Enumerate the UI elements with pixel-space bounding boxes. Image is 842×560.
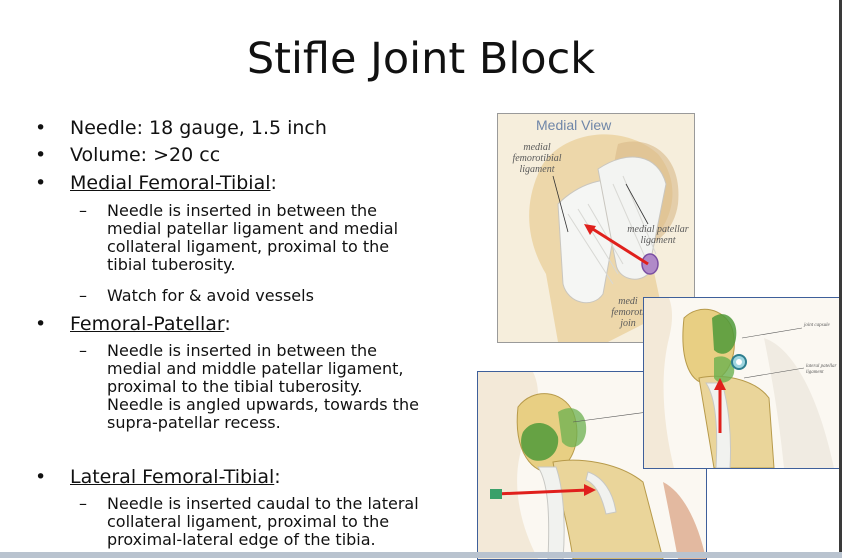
section-heading: Medial Femoral-Tibial: [70, 172, 271, 194]
bullet-glyph: •: [35, 466, 47, 488]
bullet-volume: • Volume: >20 cc: [35, 144, 221, 166]
heading-colon: :: [274, 466, 281, 488]
medial-view-heading: Medial View: [536, 117, 612, 133]
dash-glyph: –: [79, 341, 87, 360]
subpoint-text: Watch for & avoid vessels: [107, 286, 314, 305]
bullet-glyph: •: [35, 144, 47, 166]
label-medial-patellar-ligament: medial patellar ligament: [627, 224, 689, 246]
slide-title: Stifle Joint Block: [246, 34, 596, 84]
subpoint-text: Needle is inserted in between the medial…: [107, 201, 399, 274]
bullet-text: Volume: >20 cc: [70, 144, 221, 166]
dash-glyph: –: [79, 494, 87, 513]
bullet-glyph: •: [35, 172, 47, 194]
label-partial-medial-femorotibial-joint: medi femoroti join: [611, 296, 645, 329]
slide-right-edge: [839, 0, 842, 558]
subpoint-text: Needle is inserted in between the medial…: [107, 341, 419, 432]
bullet-needle: • Needle: 18 gauge, 1.5 inch: [35, 117, 327, 139]
bullet-list: • Needle: 18 gauge, 1.5 inch • Volume: >…: [35, 117, 447, 549]
bullet-femoral-patellar: • Femoral-Patellar:: [35, 313, 231, 335]
subpoint-medial-vessels: – Watch for & avoid vessels: [79, 286, 427, 305]
dash-glyph: –: [79, 286, 87, 305]
dash-glyph: –: [79, 201, 87, 220]
cranial-view-drawing: [644, 298, 841, 468]
bullet-text: Needle: 18 gauge, 1.5 inch: [70, 117, 327, 139]
label-lateral-patellar-ligament: lateral patellar ligament: [806, 364, 837, 375]
subpoint-text: Needle is inserted caudal to the lateral…: [107, 494, 419, 549]
bullet-glyph: •: [35, 117, 47, 139]
label-joint-capsule: joint capsule: [804, 323, 830, 328]
bullet-lateral-femoral-tibial: • Lateral Femoral-Tibial:: [35, 466, 281, 488]
subpoint-lateral-insertion: – Needle is inserted caudal to the later…: [79, 494, 447, 549]
cranial-view-illustration: joint capsule lateral patellar ligament: [643, 297, 842, 469]
label-medial-femorotibial-ligament: medial femorotibial ligament: [512, 142, 562, 175]
bullet-medial-femoral-tibial: • Medial Femoral-Tibial:: [35, 172, 277, 194]
section-heading: Lateral Femoral-Tibial: [70, 466, 275, 488]
bullet-glyph: •: [35, 313, 47, 335]
subpoint-medial-insertion: – Needle is inserted in between the medi…: [79, 201, 417, 274]
slide-bottom-edge: [0, 552, 842, 558]
subpoint-femoral-patellar: – Needle is inserted in between the medi…: [79, 341, 422, 432]
section-heading: Femoral-Patellar: [70, 313, 225, 335]
heading-colon: :: [270, 172, 277, 194]
heading-colon: :: [224, 313, 231, 335]
